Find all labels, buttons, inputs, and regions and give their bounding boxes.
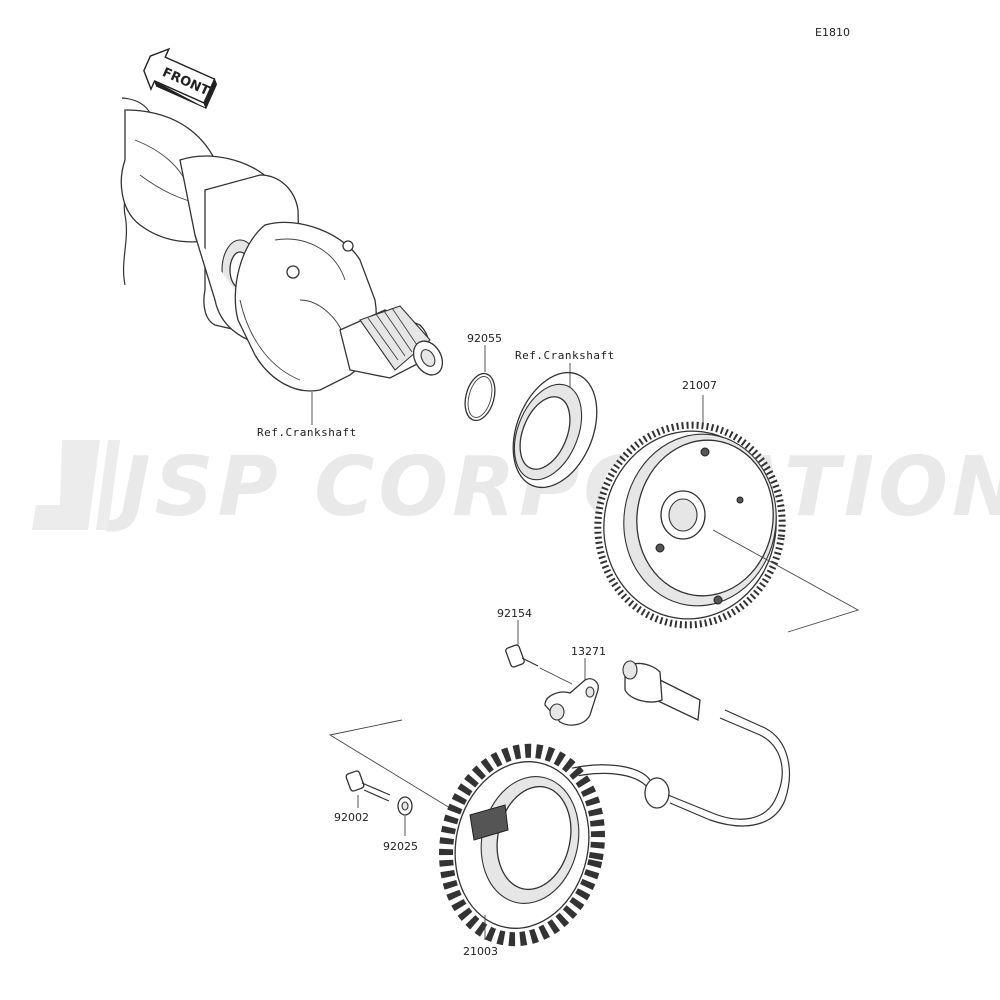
- label-92154: 92154: [497, 607, 532, 620]
- crankshaft: [120, 97, 444, 392]
- diagram-code: E1810: [815, 26, 850, 39]
- watermark-logo-mark: [32, 440, 120, 530]
- oil-seal: [512, 371, 598, 489]
- label-ref-crankshaft-2: Ref.Crankshaft: [515, 349, 615, 362]
- assembly-line-flywheel: [712, 529, 860, 633]
- label-21003: 21003: [463, 945, 498, 958]
- bolt-92002: [345, 770, 391, 802]
- wiring-harness: [564, 660, 791, 827]
- stator-21003: [439, 743, 605, 947]
- plate-13271: [544, 678, 599, 726]
- label-92025: 92025: [383, 840, 418, 853]
- flywheel-21007: [594, 421, 786, 629]
- assembly-line-92154: [539, 667, 573, 685]
- bolt-92154: [505, 644, 539, 668]
- assembly-line-stator: [328, 719, 451, 809]
- label-ref-crankshaft-1: Ref.Crankshaft: [257, 426, 357, 439]
- washer-92025: [397, 796, 413, 816]
- o-ring-92055: [464, 372, 496, 422]
- label-21007: 21007: [682, 379, 717, 392]
- label-13271: 13271: [571, 645, 606, 658]
- label-92055: 92055: [467, 332, 502, 345]
- label-92002: 92002: [334, 811, 369, 824]
- front-arrow: FRONT: [143, 47, 218, 110]
